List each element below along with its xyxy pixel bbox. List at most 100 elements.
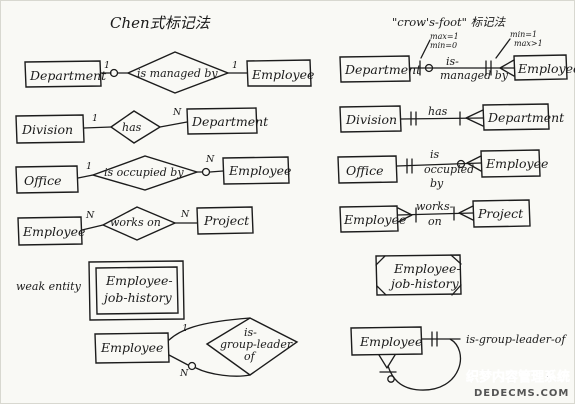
cardinality-n: N <box>205 154 215 165</box>
department-label: Department <box>191 114 269 129</box>
maxgt1-annotation: max>1 <box>514 39 543 48</box>
crow-mark-one-one <box>431 331 438 347</box>
employee-entity <box>339 205 399 233</box>
cardinality-1: 1 <box>104 60 110 71</box>
is-group-leader-of-label: is-group-leader-of <box>466 333 567 346</box>
employee-entity <box>350 326 423 356</box>
group-leader-label-line3: of <box>244 350 257 363</box>
employee-label: Employee <box>22 224 85 239</box>
is-group-leader-of-relationship <box>205 317 299 376</box>
employee-entity <box>222 156 290 185</box>
department-entity <box>482 103 550 131</box>
is-occupied-by-label-line1: is <box>430 148 440 161</box>
employee-entity <box>246 59 312 87</box>
is-managed-by-label-line1: is- <box>446 55 459 68</box>
cardinality-n: N <box>180 209 190 220</box>
annotation-pointer-left <box>420 39 431 59</box>
project-entity <box>196 206 254 235</box>
has-label: has <box>428 105 448 118</box>
chen-row-has: Division has Department 1 N <box>15 107 269 144</box>
chen-weak-entity: Employee- job-history <box>88 260 185 321</box>
cardinality-n: N <box>85 210 95 221</box>
department-label: Department <box>344 62 422 77</box>
weak-entity-name-line1: Employee- <box>393 261 461 276</box>
crows-foot-heading: "crow's-foot" 标记法 <box>392 15 507 29</box>
crow-foot-many <box>499 59 515 77</box>
department-entity <box>339 55 411 83</box>
works-on-label-line1: works- <box>416 200 454 213</box>
employee-label: Employee <box>485 156 548 171</box>
project-label: Project <box>203 213 250 228</box>
employee-label: Employee <box>228 163 291 178</box>
office-label: Office <box>346 163 384 178</box>
chen-row-occupied-by: Office is occupied by Employee 1 N <box>15 154 291 194</box>
chen-row-works-on: Employee works on Project N N <box>17 206 254 246</box>
cardinality-1: 1 <box>182 323 188 334</box>
group-leader-label-line2: group-leader <box>220 338 293 351</box>
crow-mark-zero <box>387 375 395 383</box>
crow-foot-many <box>466 155 482 172</box>
crow-mark-zero <box>424 63 434 73</box>
department-label: Department <box>29 68 107 83</box>
chen-heading: Chen式标记法 <box>110 14 211 32</box>
crow-mark-one-one <box>410 111 417 126</box>
cardinality-1: 1 <box>232 60 238 71</box>
is-occupied-by-label-line3: by <box>430 177 444 190</box>
department-entity <box>24 60 102 88</box>
office-entity <box>337 155 398 184</box>
works-on-label: works on <box>110 216 161 229</box>
crow-mark-one-one <box>485 60 492 76</box>
is-managed-by-label-line2: managed by <box>440 69 509 82</box>
employee-label: Employee <box>517 61 575 76</box>
crows-weak-entity: Employee- job-history <box>375 254 462 296</box>
department-label: Department <box>487 110 565 125</box>
is-occupied-by-label-line2: occupied <box>424 163 474 176</box>
relationship-line <box>400 117 484 120</box>
crows-row-managed-by: Department is- managed by Employee <box>339 54 575 83</box>
annotation-pointer-right <box>495 38 511 59</box>
weak-entity-name-line2: job-history <box>388 276 460 291</box>
employee-entity <box>94 332 170 364</box>
crows-row-occupied-by: Office is occupied by Employee <box>337 148 548 190</box>
cardinality-n: N <box>172 107 182 118</box>
employee-entity <box>513 54 568 81</box>
optional-circle <box>201 167 211 177</box>
optional-circle <box>187 361 197 371</box>
cardinality-1: 1 <box>86 161 92 172</box>
chen-row-managed-by: Department is managed by Employee 1 1 <box>24 51 314 94</box>
crow-foot-many <box>378 354 396 369</box>
weak-entity-label: weak entity <box>16 280 82 293</box>
employee-label: Employee <box>343 212 406 227</box>
chen-row-group-leader: Employee is- group-leader of 1 N <box>94 317 299 379</box>
cardinality-n: N <box>179 368 189 379</box>
dedecms-watermark: 织梦内容管理系统 DEDECMS.COM <box>466 369 571 399</box>
division-entity <box>15 114 85 144</box>
division-label: Division <box>345 112 397 127</box>
employee-label: Employee <box>359 334 422 349</box>
min0-annotation: min=0 <box>430 41 457 50</box>
employee-label: Employee <box>100 340 163 355</box>
is-managed-by-label: is managed by <box>137 67 218 80</box>
crow-foot-many <box>397 207 413 223</box>
project-label: Project <box>477 206 524 221</box>
crow-foot-many <box>458 205 474 221</box>
office-entity <box>15 165 79 194</box>
group-leader-label-line1: is- <box>244 326 257 339</box>
crows-row-group-leader: Employee is-group-leader-of <box>350 326 567 391</box>
crows-row-has: Division has Department <box>339 103 565 133</box>
works-on-label-line2: on <box>428 215 442 228</box>
cardinality-1: 1 <box>92 113 98 124</box>
department-entity <box>186 107 258 135</box>
has-label: has <box>122 121 142 134</box>
division-entity <box>339 105 402 133</box>
max1-annotation: max=1 <box>430 32 459 41</box>
crow-mark-one-one <box>406 158 413 174</box>
crow-foot-many <box>465 109 484 127</box>
division-label: Division <box>21 122 73 137</box>
weak-entity-name-line1: Employee- <box>105 273 173 288</box>
min1-annotation: min=1 <box>510 30 537 39</box>
employee-label: Employee <box>251 67 314 82</box>
crow-mark-zero <box>456 159 466 169</box>
employee-entity <box>480 149 541 178</box>
